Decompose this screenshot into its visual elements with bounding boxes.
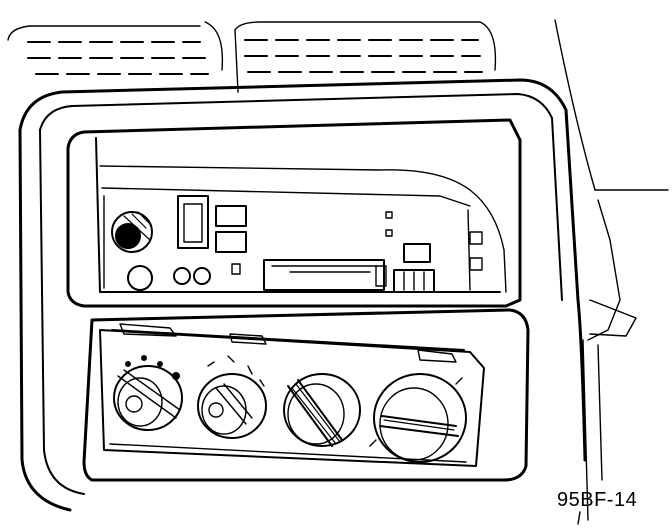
console-bezel: [18, 19, 669, 521]
fan-speed-knob-icon: [113, 355, 183, 431]
radio-unit-icon: [66, 118, 522, 308]
climate-control-panel-icon: [82, 308, 530, 482]
figure-code-label: 95BF-14: [557, 489, 638, 511]
temperature-knob-icon: [283, 373, 361, 447]
dash-vents: [7, 21, 497, 93]
leader-line: [577, 511, 581, 525]
air-distribution-knob-icon: [197, 355, 267, 439]
recirculation-knob-icon: [369, 373, 467, 463]
